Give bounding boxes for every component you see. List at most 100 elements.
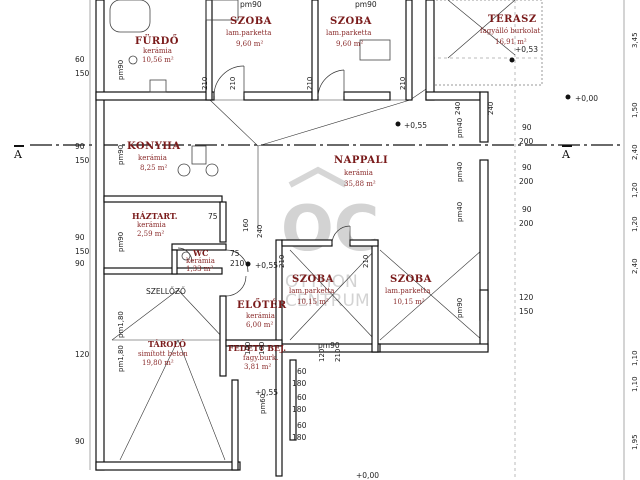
scale-label: 1,10 [631,350,639,366]
dim-right: 200 [519,137,534,146]
scale-label: 3,45 [631,32,639,48]
room-konyha-name: KONYHA [127,141,181,152]
section-label-left: A [13,148,23,161]
level-marker: +0,00 [575,94,598,103]
dims-inner: 210 210 210 210 240 240 75 160 240 75 21… [201,77,495,442]
scale-label: 1,95 [631,434,639,450]
door-label: pm90 [355,0,377,9]
dim-inner: 210 [230,259,245,268]
scale-label: 1,50 [631,102,639,118]
room-terasz-name: TERASZ [488,14,537,25]
dim-right: 120 [519,293,534,302]
door-label: pm90 [117,232,125,252]
dim-right: 90 [522,163,532,172]
dim-inner: 180 [292,433,307,442]
room-nappali-floor: kerámia [344,169,373,177]
dim-left: 150 [75,69,90,78]
door-label: pm1,80 [117,311,125,338]
level-marker: +0,55 [255,388,278,397]
door-label: pm90 [318,341,340,350]
room-konyha-floor: kerámia [138,154,167,162]
dim-left: 60 [75,55,85,64]
fixtures [109,0,391,261]
room-labels: FÜRDŐ kerámia 10,56 m² SZOBA lam.parkett… [127,14,540,371]
door-label: pm40 [456,118,464,138]
dim-inner: 210 [306,77,314,90]
room-diagonals [111,0,516,461]
dim-left: 90 [75,142,85,151]
room-eloter-name: ELŐTÉR [237,298,287,311]
dim-inner: 120 [318,349,326,362]
dim-inner: 100 [244,342,252,355]
door-label: pm40 [456,162,464,182]
room-haztart-floor: kerámia [137,221,166,229]
door-label: pm1,80 [117,345,125,372]
dim-inner: 100 [258,342,266,355]
dim-left: 90 [75,233,85,242]
door-label: pm90 [240,0,262,9]
vent-label: SZELLŐZŐ [146,287,186,296]
room-fedett-name: FEDETT BEJ. [228,343,286,353]
room-fedett-area: 3,81 m² [244,363,271,371]
room-fedett-floor: fagy.burk. [243,354,278,362]
room-furdo-name: FÜRDŐ [135,34,179,47]
room-tarolo-name: TÁROLÓ [148,339,186,349]
room-haztart-name: HÁZTART. [132,211,178,221]
watermark-line2: CENTRUM [285,291,370,311]
dim-inner: 180 [292,405,307,414]
room-szoba4-floor: lam.parketta [385,287,430,295]
side-scale: 3,45 1,50 2,40 1,20 1,20 2,40 1,10 1,10 … [623,0,639,480]
level-markers: +0,53 +0,00 +0,55 +0,55 +0,55 +0,00 [245,45,598,480]
room-furdo-area: 10,56 m² [142,56,174,64]
dim-inner: 60 [297,367,307,376]
dim-inner: 75 [230,249,240,258]
room-szoba3-name: SZOBA [292,274,334,285]
room-szoba2-area: 9,60 m² [336,40,363,48]
dim-right: 90 [522,205,532,214]
scale-label: 2,40 [631,144,639,160]
dim-inner: 60 [297,393,307,402]
room-szoba4-area: 10,15 m² [393,298,425,306]
room-terasz-floor: fagyálló burkolat [480,27,540,35]
scale-label: 1,20 [631,182,639,198]
room-szoba2-name: SZOBA [330,16,372,27]
room-haztart-area: 2,59 m² [137,230,164,238]
walls [95,0,489,477]
room-szoba3-floor: lam.parketta [289,287,334,295]
room-szoba2-floor: lam.parketta [326,29,371,37]
room-szoba4-name: SZOBA [390,274,432,285]
scale-label: 1,10 [631,376,639,392]
terrace-outline [431,0,543,86]
room-eloter-area: 6,00 m² [246,321,273,329]
dim-left: 90 [75,259,85,268]
watermark-logo: OC [281,192,379,265]
level-marker: +0,53 [515,45,538,54]
dim-inner: 210 [278,255,286,268]
level-marker: +0,55 [255,261,278,270]
dim-right: 90 [522,123,532,132]
watermark: OC OTTHON CENTRUM [281,166,379,311]
level-marker: +0,55 [404,121,427,130]
room-szoba1-area: 9,60 m² [236,40,263,48]
dim-inner: 180 [292,379,307,388]
room-wc-floor: kerámia [186,257,215,265]
room-wc-name: WC [192,248,208,258]
dim-right: 200 [519,219,534,228]
scale-label: 2,40 [631,258,639,274]
dim-inner: 210 [201,77,209,90]
door-labels: pm90 pm90 pm90 pm90 pm90 pm40 pm40 pm40 … [117,0,464,414]
door-label: pm60 [259,394,267,414]
dims-left: 60 150 90 150 90 150 90 120 90 [75,0,91,470]
room-terasz-area: 16,91 m² [495,38,527,46]
dim-inner: 60 [297,421,307,430]
dim-inner: 160 [242,219,250,232]
dim-right: 150 [519,307,534,316]
dim-inner: 240 [256,225,264,238]
dims-right: 90 200 90 200 90 200 120 150 [519,123,534,316]
door-label: pm90 [456,298,464,318]
dim-inner: 240 [487,102,495,115]
door-label: pm40 [456,202,464,222]
dim-left: 90 [75,437,85,446]
room-konyha-area: 8,25 m² [140,164,167,172]
